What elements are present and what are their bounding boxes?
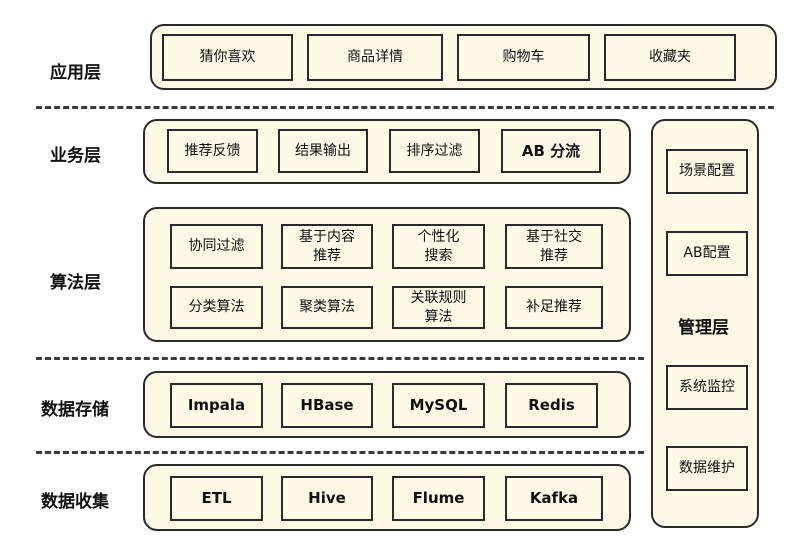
collection-item-etl: ETL (170, 476, 263, 521)
separator-storage-collection (36, 451, 644, 454)
business-item-output: 结果输出 (278, 129, 368, 173)
storage-item-mysql: MySQL (392, 383, 485, 428)
storage-item-hbase: HBase (281, 383, 373, 428)
management-layer-label: 管理层 (678, 318, 729, 338)
layer-label-collection: 数据收集 (41, 492, 109, 512)
app-item-guess-you-like: 猜你喜欢 (162, 34, 293, 81)
algo-item-personalized-search: 个性化 搜索 (392, 224, 485, 269)
algo-item-collaborative-filtering: 协同过滤 (170, 224, 263, 269)
layer-label-business: 业务层 (50, 146, 101, 166)
business-item-ab-split: AB 分流 (501, 129, 601, 173)
separator-app-business (36, 106, 774, 109)
business-item-feedback: 推荐反馈 (167, 129, 258, 173)
management-item-ab-config: AB配置 (666, 231, 748, 276)
algo-item-clustering: 聚类算法 (281, 286, 373, 329)
business-item-sort-filter: 排序过滤 (389, 129, 480, 173)
layer-label-storage: 数据存储 (41, 400, 109, 420)
algo-item-classification: 分类算法 (170, 286, 263, 329)
collection-item-kafka: Kafka (505, 476, 603, 521)
separator-algorithm-storage (36, 357, 644, 360)
management-item-system-monitor: 系统监控 (666, 365, 748, 410)
app-item-cart: 购物车 (457, 34, 590, 81)
layer-label-app: 应用层 (50, 63, 101, 83)
management-item-scene-config: 场景配置 (666, 149, 748, 194)
algo-item-content-based: 基于内容 推荐 (281, 224, 373, 269)
collection-item-flume: Flume (392, 476, 485, 521)
algo-item-social-based: 基于社交 推荐 (505, 224, 603, 269)
collection-item-hive: Hive (281, 476, 373, 521)
management-item-data-maintenance: 数据维护 (666, 446, 748, 491)
app-item-product-detail: 商品详情 (307, 34, 443, 81)
storage-item-redis: Redis (505, 383, 598, 428)
algo-item-association-rules: 关联规则 算法 (392, 286, 485, 329)
layer-label-algorithm: 算法层 (50, 273, 101, 293)
storage-item-impala: Impala (170, 383, 263, 428)
app-item-favorites: 收藏夹 (604, 34, 736, 81)
algo-item-supplementary: 补足推荐 (505, 286, 603, 329)
